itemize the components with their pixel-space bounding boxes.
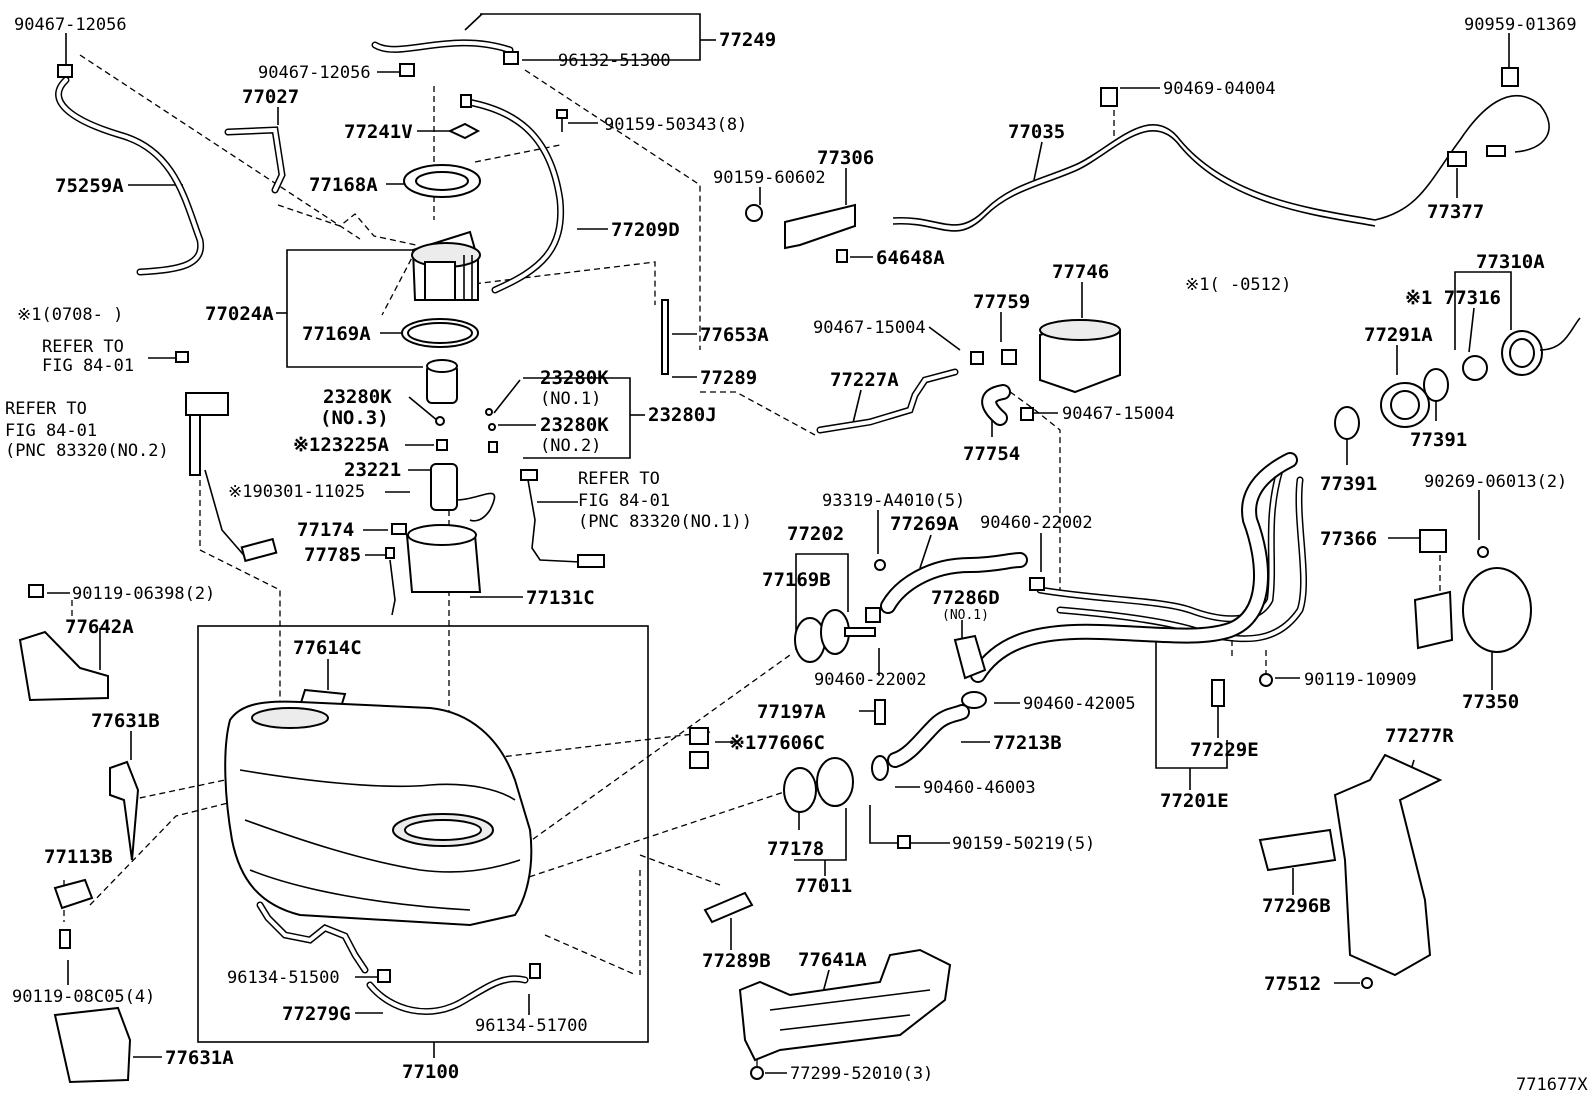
label-77306: 77306: [817, 147, 874, 169]
label-77653A: 77653A: [700, 324, 769, 346]
part-labels: 90467-12056 77249 96132-51300 90467-1205…: [5, 15, 1588, 1095]
label-77027: 77027: [242, 86, 299, 108]
label-77113B: 77113B: [44, 846, 113, 868]
label-23221: 23221: [344, 459, 401, 481]
label-77011: 77011: [795, 875, 852, 897]
label-77201E: 77201E: [1160, 790, 1229, 812]
ref3-line1: REFER TO: [578, 469, 660, 489]
label-77289B: 77289B: [702, 950, 771, 972]
label-23280K-no2: 23280K: [540, 414, 609, 436]
label-75259A: 75259A: [55, 175, 124, 197]
ref1-line2: FIG 84-01: [42, 356, 134, 376]
label-77269A: 77269A: [890, 513, 959, 535]
label-23280K-no1-sub: (NO.1): [540, 389, 601, 409]
label-96134-51500: 96134-51500: [227, 968, 340, 988]
label-90159-50219: 90159-50219(5): [952, 834, 1095, 854]
label-90460-22002-b: 90460-22002: [814, 670, 927, 690]
label-77249: 77249: [719, 29, 776, 51]
label-77174: 77174: [297, 519, 354, 541]
diagram-id: 771677X: [1516, 1075, 1588, 1095]
label-90301-11025: ※190301-11025: [228, 482, 365, 502]
label-90119-06398: 90119-06398(2): [72, 584, 215, 604]
label-77642A: 77642A: [65, 616, 134, 638]
label-90469-04004: 90469-04004: [1163, 79, 1276, 99]
label-77512: 77512: [1264, 973, 1321, 995]
label-77286D: 77286D: [931, 587, 1000, 609]
label-77178: 77178: [767, 838, 824, 860]
label-77289: 77289: [700, 367, 757, 389]
label-77606C: ※177606C: [729, 732, 825, 754]
label-90269-06013: 90269-06013(2): [1424, 472, 1567, 492]
label-23280K-no3-sub: (NO.3): [320, 407, 389, 429]
label-23280K-no2-sub: (NO.2): [540, 436, 601, 456]
note-0708: ※1(0708- ): [17, 305, 123, 325]
label-77316: ※1 77316: [1405, 287, 1501, 309]
label-77366: 77366: [1320, 528, 1377, 550]
label-77169B: 77169B: [762, 569, 831, 591]
label-77641A: 77641A: [798, 949, 867, 971]
label-90460-22002: 90460-22002: [980, 513, 1093, 533]
label-77279G: 77279G: [282, 1003, 351, 1025]
label-77310A: 77310A: [1476, 251, 1545, 273]
label-77631B: 77631B: [91, 710, 160, 732]
label-77377: 77377: [1427, 201, 1484, 223]
label-77241V: 77241V: [344, 121, 413, 143]
label-77277R: 77277R: [1385, 725, 1454, 747]
label-90119-08C05: 90119-08C05(4): [12, 987, 155, 1007]
label-77209D: 77209D: [611, 219, 680, 241]
label-77131C: 77131C: [526, 587, 595, 609]
label-90467-15004: 90467-15004: [813, 318, 926, 338]
label-77296B: 77296B: [1262, 895, 1331, 917]
label-77286D-sub: (NO.1): [942, 608, 989, 623]
ref3-line3: (PNC 83320(NO.1)): [578, 512, 752, 532]
ref2-line3: (PNC 83320(NO.2): [5, 441, 169, 461]
label-90467-12056: 90467-12056: [14, 15, 127, 35]
label-93319-A4010: 93319-A4010(5): [822, 491, 965, 511]
label-77299-52010: 77299-52010(3): [790, 1064, 933, 1084]
label-90460-46003: 90460-46003: [923, 778, 1036, 798]
label-90467-15004-b: 90467-15004: [1062, 404, 1175, 424]
label-77785: 77785: [304, 544, 361, 566]
label-77197A: 77197A: [757, 701, 826, 723]
label-77350: 77350: [1462, 691, 1519, 713]
label-77754: 77754: [963, 443, 1020, 465]
part-shapes: [18, 51, 1581, 1084]
label-90159-50343: 90159-50343(8): [604, 115, 747, 135]
label-90119-10909: 90119-10909: [1304, 670, 1417, 690]
label-77229E: 77229E: [1190, 739, 1259, 761]
label-77213B: 77213B: [993, 732, 1062, 754]
ref3-line2: FIG 84-01: [578, 491, 670, 511]
label-77168A: 77168A: [309, 174, 378, 196]
label-90959-01369: 90959-01369: [1464, 15, 1577, 35]
label-23280K-no3: 23280K: [323, 386, 392, 408]
label-77746: 77746: [1052, 261, 1109, 283]
label-90159-60602: 90159-60602: [713, 168, 826, 188]
label-90460-42005: 90460-42005: [1023, 694, 1136, 714]
note-0512: ※1( -0512): [1185, 275, 1291, 295]
label-77035: 77035: [1008, 121, 1065, 143]
hoses-and-pipes: [55, 39, 1550, 1016]
label-77614C: 77614C: [293, 637, 362, 659]
label-23280K-no1: 23280K: [540, 367, 609, 389]
ref1-line1: REFER TO: [42, 337, 124, 357]
label-96132-51300: 96132-51300: [558, 51, 671, 71]
label-77391-a: 77391: [1320, 473, 1377, 495]
label-90467-12056-b: 90467-12056: [258, 63, 371, 83]
label-77391-b: 77391: [1410, 429, 1467, 451]
label-23225A: ※123225A: [293, 434, 390, 456]
label-77169A: 77169A: [302, 323, 371, 345]
label-77202: 77202: [787, 523, 844, 545]
label-77024A: 77024A: [205, 303, 274, 325]
label-77759: 77759: [973, 291, 1030, 313]
label-96134-51700: 96134-51700: [475, 1016, 588, 1036]
label-77227A: 77227A: [830, 369, 899, 391]
ref2-line2: FIG 84-01: [5, 421, 97, 441]
label-23280J: 23280J: [648, 404, 717, 426]
label-64648A: 64648A: [876, 247, 945, 269]
label-77631A: 77631A: [165, 1047, 234, 1069]
label-77291A: 77291A: [1364, 324, 1433, 346]
label-77100: 77100: [402, 1061, 459, 1083]
ref2-line1: REFER TO: [5, 399, 87, 419]
